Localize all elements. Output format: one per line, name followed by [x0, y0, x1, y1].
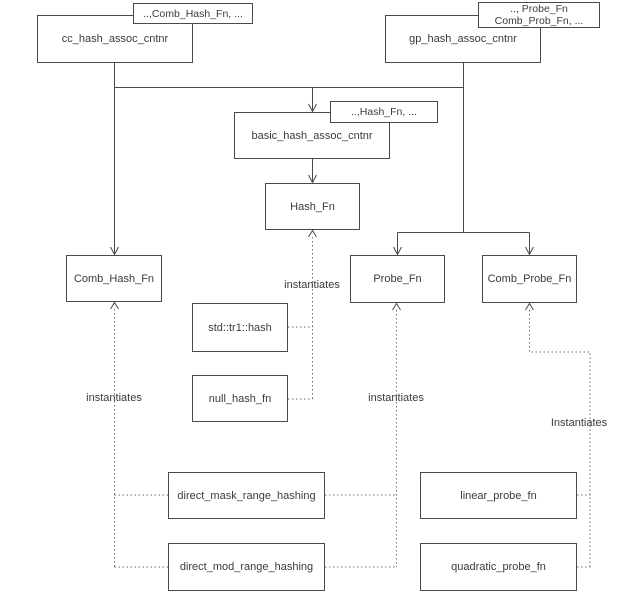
- node-comb-probe-fn: Comb_Probe_Fn: [482, 255, 577, 303]
- edge-bus-to-basic: [308, 87, 317, 113]
- node-null-hash-fn: null_hash_fn: [192, 375, 288, 422]
- node-std-tr1-hash: std::tr1::hash: [192, 303, 288, 352]
- edge-bus-to-probe-fn: [393, 232, 402, 256]
- edge-instantiates-probe-fn: [325, 310, 397, 568]
- arrowhead-hash-fn: [308, 229, 317, 238]
- node-probe-fn: Probe_Fn: [350, 255, 445, 303]
- template-args-gp-line1: .., Probe_Fn: [510, 3, 568, 15]
- edge-instantiates-hash-fn: [288, 237, 313, 400]
- node-quadratic-probe-fn: quadratic_probe_fn: [420, 543, 577, 591]
- edge-label-instantiates-comb-probe: Instantiates: [550, 417, 608, 429]
- node-hash-fn: Hash_Fn: [265, 183, 360, 230]
- arrowhead-comb-probe-fn: [525, 302, 534, 311]
- template-args-gp-line2: Comb_Prob_Fn, ...: [494, 15, 584, 27]
- edge-label-instantiates-comb-hash: instantiates: [86, 392, 142, 404]
- node-direct-mod-range-hashing: direct_mod_range_hashing: [168, 543, 325, 591]
- template-args-basic: ..,Hash_Fn, ...: [330, 101, 438, 123]
- edge-cc-to-comb-hash-fn: [110, 63, 119, 256]
- node-direct-mask-range-hashing: direct_mask_range_hashing: [168, 472, 325, 519]
- arrowhead-probe-fn: [392, 302, 401, 311]
- node-linear-probe-fn: linear_probe_fn: [420, 472, 577, 519]
- edge-gp-to-probe-bus: [397, 63, 530, 233]
- edge-basic-to-hash-fn: [308, 159, 317, 184]
- edge-label-instantiates-probe: instantiates: [368, 392, 424, 404]
- edge-instantiates-comb-hash-fn: [114, 309, 168, 568]
- arrowhead-comb-hash-fn: [110, 301, 119, 310]
- edge-instantiates-comb-probe-fn: [529, 310, 591, 568]
- node-comb-hash-fn: Comb_Hash_Fn: [66, 255, 162, 302]
- template-args-gp: .., Probe_Fn Comb_Prob_Fn, ...: [478, 2, 600, 28]
- edge-bus-to-comb-probe-fn: [525, 232, 534, 256]
- node-basic-hash-assoc-cntnr: basic_hash_assoc_cntnr: [234, 112, 390, 159]
- template-args-cc: ..,Comb_Hash_Fn, ...: [133, 3, 253, 24]
- edge-label-instantiates-hash: instantiates: [284, 279, 340, 291]
